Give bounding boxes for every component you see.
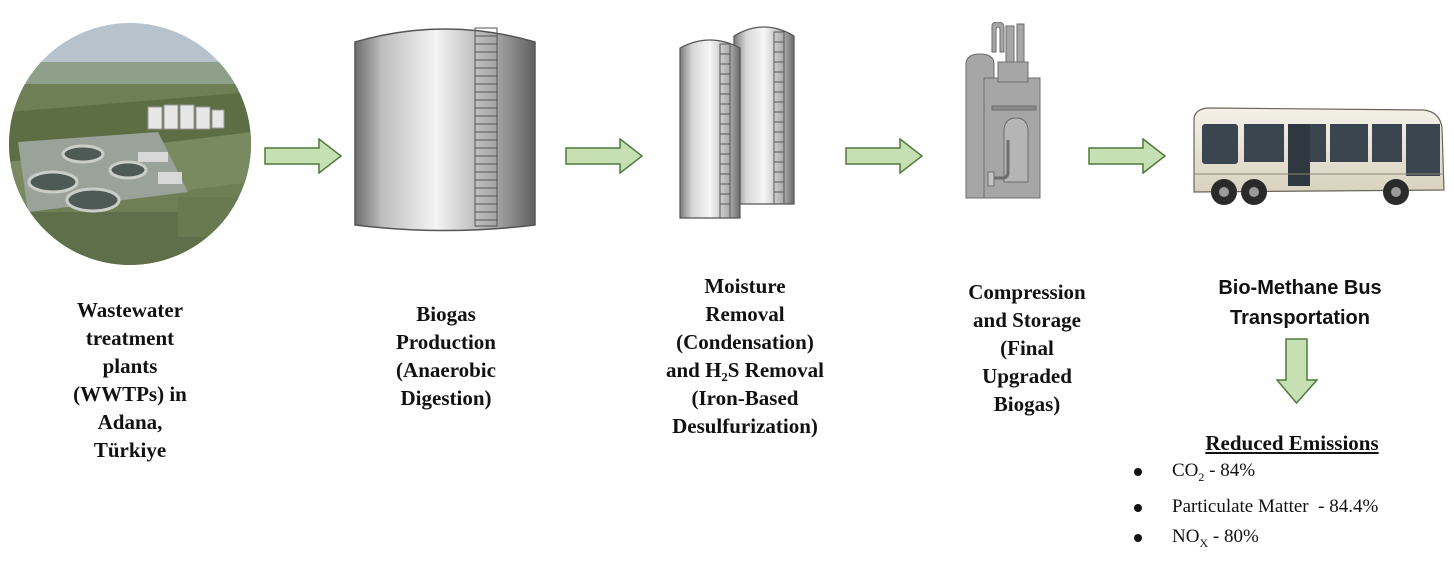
arrow-right-2 [565,138,643,174]
reduced-emissions-title: Reduced Emissions [1205,431,1379,455]
emission-item-particulate: Particulate Matter - 84.4% [1128,492,1448,522]
compression-plant-icon [965,22,1041,199]
moisture-removal-tanks-icon [679,26,795,219]
bullet-icon [1134,503,1142,512]
arrow-right-3 [845,138,923,174]
bullet-icon [1134,533,1142,542]
emission-item-nox: NOX - 80% [1128,522,1448,558]
arrow-right-4 [1088,138,1166,174]
bullet-icon [1134,468,1142,476]
arrow-right-1 [264,138,342,174]
arrow-down [1276,338,1318,404]
step-label-compression: Compression and Storage (Final Upgraded … [968,280,1086,416]
emission-item-co2: CO2 - 84% [1128,456,1448,492]
bio-methane-bus-icon [1193,107,1445,205]
wwtp-photo [9,23,251,265]
step-label-wwtp: Wastewater treatment plants (WWTPs) in A… [73,298,187,462]
biogas-tank-icon [354,27,536,232]
step-label-bus: Bio-Methane Bus Transportation [1218,277,1382,329]
step-label-moisture: Moisture Removal (Condensation) and H₂S … [666,274,824,438]
reduced-emissions-panel: Reduced Emissions CO2 - 84% Particulate … [1128,430,1448,558]
step-label-biogas: Biogas Production (Anaerobic Digestion) [396,302,496,410]
